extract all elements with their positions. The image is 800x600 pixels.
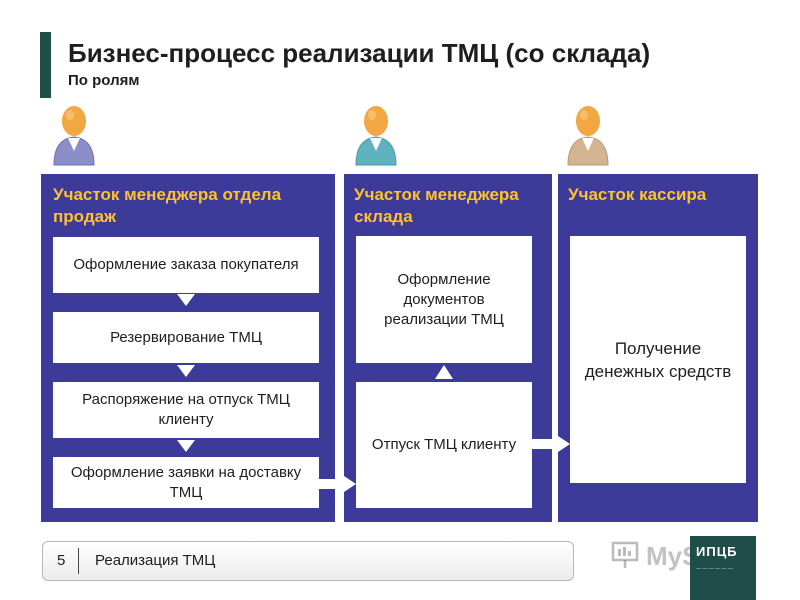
slide-subtitle: По ролям xyxy=(68,72,140,89)
lane-title: Участок кассира xyxy=(568,185,707,204)
footer-label: Реализация ТМЦ xyxy=(95,552,216,569)
page-number: 5 xyxy=(57,552,66,569)
flow-arrow-down xyxy=(177,440,195,452)
process-step: Распоряжение на отпуск ТМЦ клиенту xyxy=(53,382,319,438)
process-step: Оформление документов реализации ТМЦ xyxy=(356,236,532,363)
flow-arrow-up xyxy=(435,365,453,379)
logo-text: ИПЦБ xyxy=(696,544,738,559)
person-icon xyxy=(355,106,397,166)
lane-title: Участок менеджера склада xyxy=(354,185,519,226)
process-step: Получение денежных средств xyxy=(570,236,746,483)
lane-warehouse-manager: Участок менеджера склада Оформление доку… xyxy=(344,174,552,522)
flow-arrow-down xyxy=(177,294,195,306)
person-icon xyxy=(53,106,95,166)
process-step: Оформление заявки на доставку ТМЦ xyxy=(53,457,319,508)
process-step: Отпуск ТМЦ клиенту xyxy=(356,382,532,508)
slide-footer: 5 Реализация ТМЦ xyxy=(42,541,574,581)
logo-caption-line: — — — — — — xyxy=(696,566,733,572)
company-logo: ИПЦБ — — — — — — xyxy=(690,536,756,600)
flow-arrow-down xyxy=(177,365,195,377)
title-accent-bar xyxy=(40,32,51,98)
lane-cashier: Участок кассира Получение денежных средс… xyxy=(558,174,758,522)
lane-sales-manager: Участок менеджера отдела продаж Оформлен… xyxy=(41,174,335,522)
flow-arrow-right xyxy=(316,472,356,496)
footer-divider xyxy=(78,548,79,574)
flow-arrow-right xyxy=(530,432,570,456)
person-icon xyxy=(567,106,609,166)
process-step: Оформление заказа покупателя xyxy=(53,237,319,293)
process-step: Резервирование ТМЦ xyxy=(53,312,319,363)
slide-title: Бизнес-процесс реализации ТМЦ (со склада… xyxy=(68,38,651,68)
lane-title: Участок менеджера отдела продаж xyxy=(53,185,282,226)
presentation-board-icon xyxy=(611,541,639,568)
